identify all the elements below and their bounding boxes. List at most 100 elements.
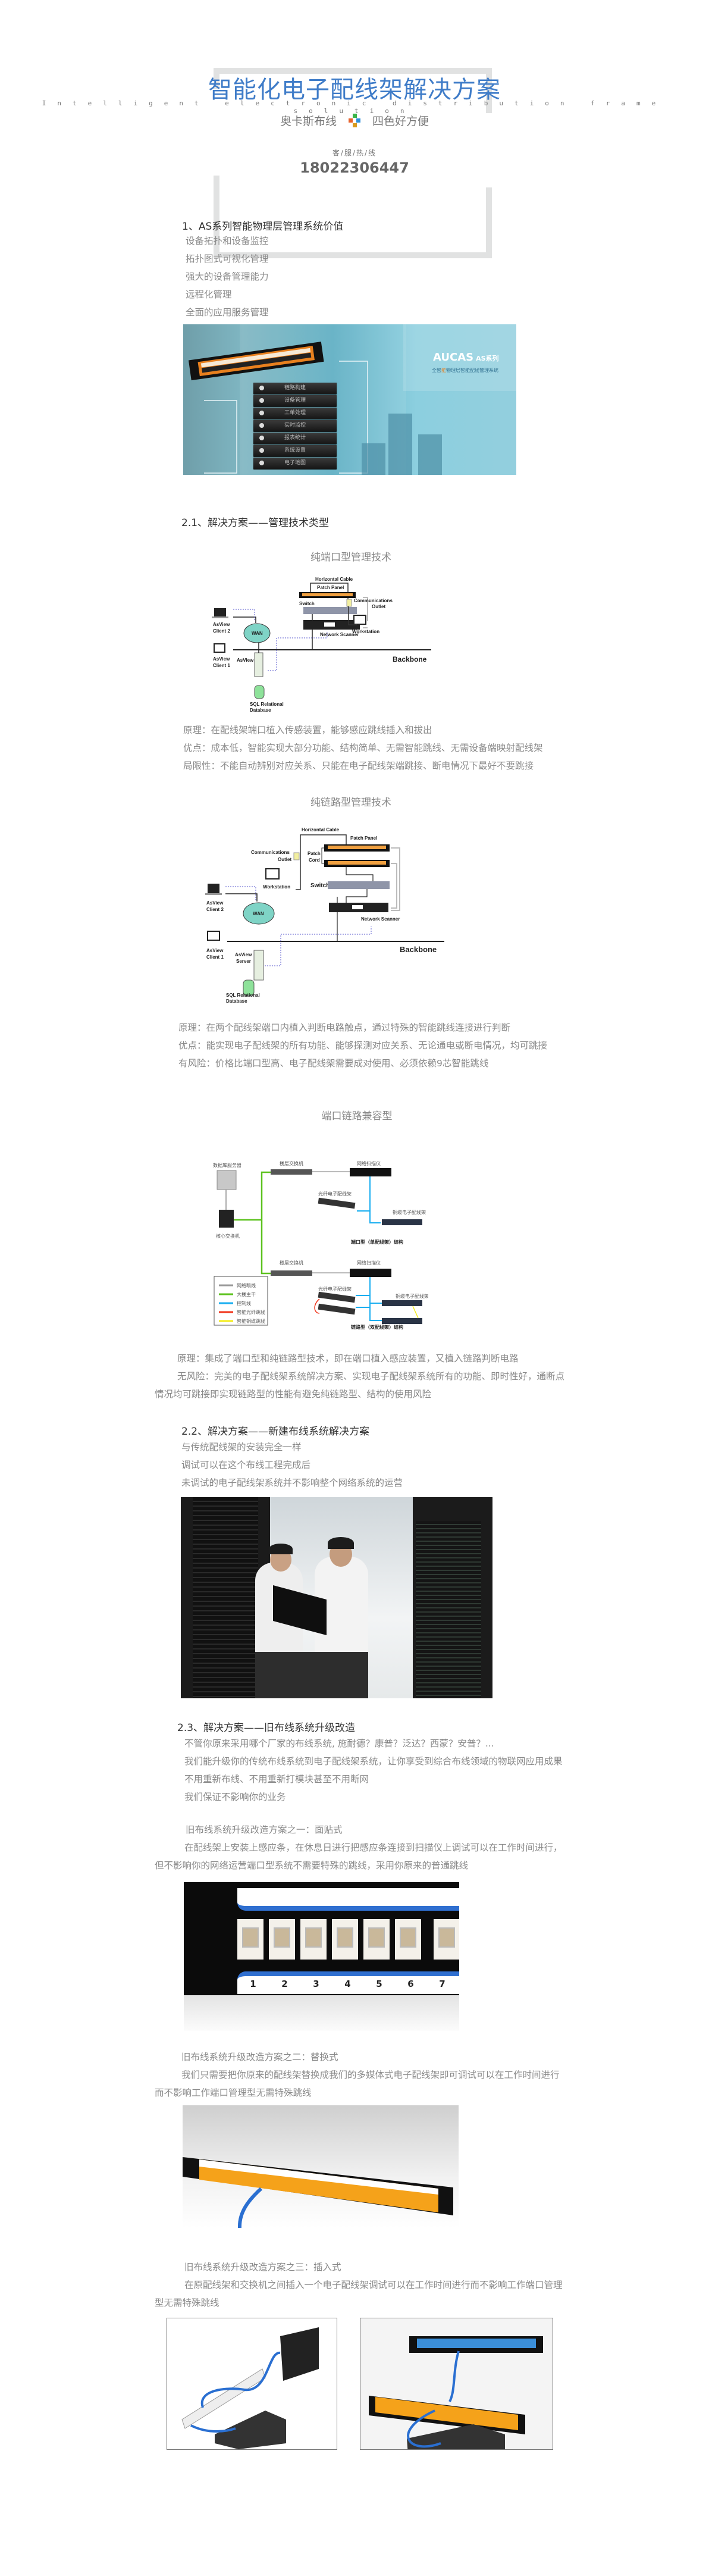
link-type-title: 纯链路型管理技术: [310, 797, 391, 809]
svg-text:Network Scanner: Network Scanner: [320, 632, 359, 637]
link-type-diagram: Horizontal Cable Patch Panel Patch Cord …: [205, 827, 444, 996]
port-number: 2: [281, 1979, 288, 1989]
section21-heading: 2.1、解决方案——管理技术类型: [181, 517, 330, 529]
menu-item[interactable]: 系统设置: [253, 445, 337, 456]
svg-text:Patch: Patch: [308, 851, 321, 856]
brand-name: 奥卡斯布线: [280, 115, 337, 128]
insert-mode-photo-left: [167, 2318, 337, 2450]
banner-slogan: 全智能物理层智能配线管理系统: [432, 368, 498, 373]
svg-text:Horizontal Cable: Horizontal Cable: [302, 827, 340, 832]
insert-mode-photo-right: [360, 2318, 553, 2450]
rj45-port-icon: [363, 1919, 390, 1960]
frame-gap: [485, 113, 497, 187]
list-item: 全面的应用服务管理: [186, 307, 269, 318]
plan2-title: 旧布线系统升级改造方案之二：替换式: [181, 2052, 338, 2062]
svg-text:铜缆电子配线架: 铜缆电子配线架: [396, 1293, 428, 1299]
patch-panel-icon: [188, 342, 324, 381]
port-number: 1: [250, 1979, 256, 1989]
principle-text: 原理：集成了端口型和纯链路型技术，即在端口植入感应装置，又植入链路判断电路: [177, 1353, 519, 1364]
section23-heading: 2.3、解决方案——旧布线系统升级改造: [177, 1722, 356, 1734]
four-color-logo-icon: [349, 113, 360, 128]
as-series-banner: 链路构建 设备管理 工单处理 实时监控 报表统计 系统设置 电子地图 AUCAS…: [183, 324, 516, 475]
list-item: 我们能升级你的传统布线系统到电子配线架系统，让你享受到综合布线领域的物联网应用成…: [184, 1756, 563, 1767]
port-type-diagram: Horizontal Cable Patch Panel Switch Netw…: [212, 577, 431, 713]
svg-text:Client 2: Client 2: [213, 628, 230, 634]
rj45-port-icon: [300, 1919, 327, 1960]
svg-text:Backbone: Backbone: [393, 655, 427, 663]
svg-text:网络扫描仪: 网络扫描仪: [357, 1260, 381, 1266]
list-item: 调试可以在这个布线工程完成后: [181, 1460, 311, 1470]
page-title: 智能化电子配线架解决方案: [208, 76, 501, 104]
menu-item[interactable]: 设备管理: [253, 395, 337, 406]
svg-text:Outlet: Outlet: [372, 604, 385, 609]
rj45-port-icon: [269, 1919, 295, 1960]
advantage-text: 优点：能实现电子配线架的所有功能、能够探测对应关系、无论通电或断电情况，均可跳接: [178, 1040, 548, 1051]
port-type-title: 纯端口型管理技术: [310, 552, 391, 564]
port-number: 4: [344, 1979, 351, 1989]
risk-text: 有风险：价格比端口型高、电子配线架需要成对使用、必须依赖9芯智能跳线: [178, 1058, 489, 1069]
list-item: 强大的设备管理能力: [186, 271, 269, 282]
svg-text:Server: Server: [236, 959, 251, 964]
svg-text:Switch: Switch: [310, 882, 330, 889]
svg-text:Switch: Switch: [299, 601, 315, 606]
menu-item[interactable]: 报表统计: [253, 433, 337, 444]
rj45-port-icon: [332, 1919, 358, 1960]
svg-text:光纤电子配线架: 光纤电子配线架: [318, 1191, 352, 1197]
menu-item[interactable]: 链路构建: [253, 383, 337, 394]
link-type-text: 原理：在两个配线架端口内植入判断电路触点，通过特殊的智能跳线连接进行判断 优点：…: [178, 1019, 547, 1072]
orange-patch-panel-icon: [183, 2157, 453, 2228]
port-number: 5: [376, 1979, 382, 1989]
list-item: 不用重新布线、不用重新打模块甚至不用断网: [184, 1774, 369, 1785]
port-number: 3: [313, 1979, 319, 1989]
list-item: 不管你原来采用哪个厂家的布线系统, 施耐德？康普？泛达？西蒙？安普？...: [184, 1738, 494, 1749]
svg-text:Workstation: Workstation: [263, 884, 290, 890]
hotline-label: 客/服/热/线: [332, 149, 377, 157]
port-type-text: 原理：在配线架端口植入传感装置，能够感应跳线插入和拔出 优点：成本低，智能实现大…: [183, 721, 543, 775]
svg-text:Backbone: Backbone: [400, 945, 437, 954]
svg-text:Outlet: Outlet: [278, 857, 291, 862]
list-item: 设备拓扑和设备监控: [186, 236, 269, 246]
svg-text:AsView: AsView: [206, 900, 224, 906]
building-icon: [362, 414, 442, 475]
rj45-port-icon: [237, 1919, 263, 1960]
menu-item[interactable]: 工单处理: [253, 408, 337, 419]
svg-text:端口型（单配线架）结构: 端口型（单配线架）结构: [351, 1239, 403, 1245]
svg-text:Patch Panel: Patch Panel: [317, 585, 344, 590]
plan1-desc: 在配线架上安装上感应条，在休息日进行把感应条连接到扫描仪上调试可以在工作时间进行…: [155, 1842, 563, 1871]
replacement-patch-panel-photo: [183, 2105, 459, 2228]
section1-list: 设备拓扑和设备监控 拓扑图式可视化管理 强大的设备管理能力 远程化管理 全面的应…: [186, 232, 269, 321]
brand-row: 奥卡斯布线 四色好方便: [0, 112, 709, 129]
plan2-desc: 我们只需要把你原来的配线架替换成我们的多媒体式电子配线架即可调试可以在工作时间进…: [155, 2070, 560, 2098]
list-item: 未调试的电子配线架系统并不影响整个网络系统的运营: [181, 1478, 403, 1488]
frame-gap: [208, 89, 220, 176]
menu-item[interactable]: 实时监控: [253, 420, 337, 431]
svg-text:Horizontal Cable: Horizontal Cable: [315, 577, 353, 582]
list-item: 拓扑图式可视化管理: [186, 253, 269, 264]
section22-heading: 2.2、解决方案——新建布线系统解决方案: [181, 1426, 370, 1438]
legend-label: 智能铜缆跳线: [237, 1318, 265, 1324]
svg-text:SQL Relational: SQL Relational: [250, 702, 284, 707]
plan3-desc: 在原配线架和交换机之间插入一个电子配线架调试可以在工作时间进行而不影响工作端口管…: [155, 2280, 563, 2308]
advantage-text: 优点：成本低，智能实现大部分功能、结构简单、无需智能跳线、无需设备端映射配线架: [183, 743, 543, 753]
hotline-phone[interactable]: 18022306447: [300, 159, 409, 176]
svg-text:Database: Database: [250, 708, 271, 713]
principle-text: 原理：在配线架端口植入传感装置，能够感应跳线插入和拔出: [183, 725, 432, 735]
svg-text:Client 1: Client 1: [213, 663, 230, 668]
hybrid-type-text: 原理：集成了端口型和纯链路型技术，即在端口植入感应装置，又植入链路判断电路 无风…: [155, 1350, 565, 1403]
server-room-photo: [181, 1497, 492, 1698]
plan3-title: 旧布线系统升级改造方案之三：插入式: [184, 2262, 341, 2273]
svg-text:AsView: AsView: [213, 622, 230, 627]
brand-tagline: 四色好方便: [372, 115, 429, 128]
hybrid-type-title: 端口链路兼容型: [321, 1110, 393, 1122]
legend-label: 大楼主干: [237, 1291, 256, 1297]
rj45-port-icon: [395, 1919, 421, 1960]
svg-text:Communications: Communications: [354, 598, 393, 603]
hybrid-type-diagram: 数据库服务器 核心交换机 楼层交换机 网络扫描仪 光纤电子配线架 铜缆电子配线架…: [213, 1160, 428, 1330]
svg-text:AsView: AsView: [213, 656, 230, 662]
svg-text:AsView: AsView: [237, 658, 254, 663]
legend-label: 智能光纤跳线: [237, 1309, 265, 1315]
svg-text:WAN: WAN: [252, 631, 263, 636]
svg-text:Client 2: Client 2: [206, 907, 224, 912]
menu-item[interactable]: 电子地图: [253, 458, 337, 469]
port-number: 7: [439, 1979, 446, 1989]
